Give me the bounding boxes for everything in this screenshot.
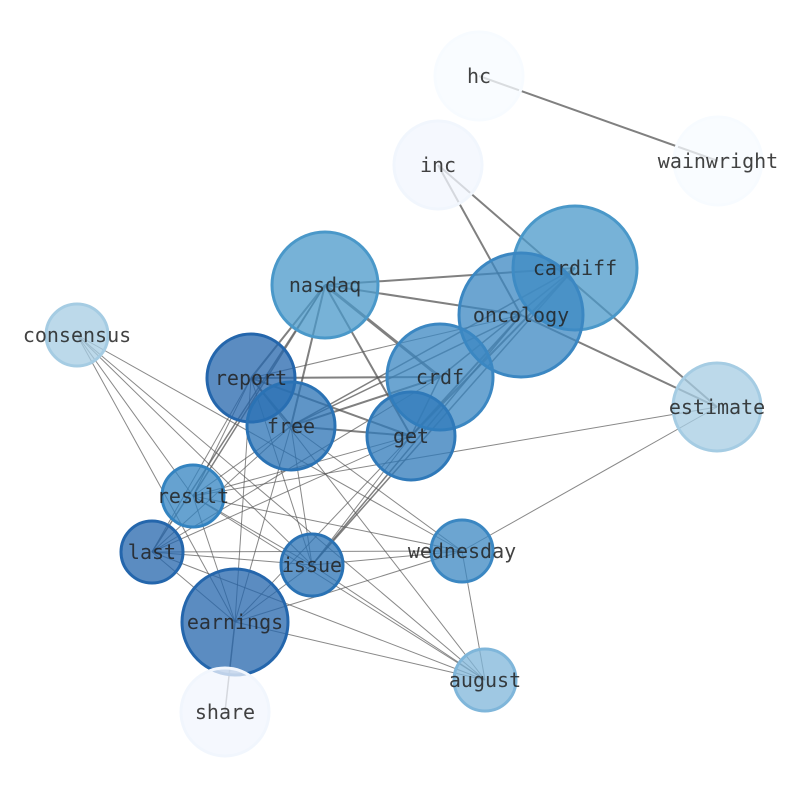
node-label: free [267, 414, 315, 438]
node-label: estimate [669, 395, 765, 419]
node-label: result [157, 484, 229, 508]
node-label: august [449, 668, 521, 692]
node-label: consensus [23, 323, 131, 347]
node-nasdaq[interactable] [270, 230, 380, 340]
node-label: share [195, 700, 255, 724]
node-issue[interactable] [279, 532, 345, 598]
node-wednesday[interactable] [429, 518, 495, 584]
node-share[interactable] [179, 666, 271, 758]
edge-estimate-wednesday [461, 406, 718, 552]
labels-layer: hc wainwright inc cardiff oncology nasdaq cons… [23, 64, 778, 724]
node-label: report [215, 366, 287, 390]
edge-estimate-result [192, 406, 718, 497]
node-inc[interactable] [392, 119, 484, 211]
node-label: nasdaq [289, 273, 361, 297]
node-get[interactable] [365, 390, 457, 482]
node-label: oncology [473, 303, 569, 327]
node-estimate[interactable] [671, 361, 763, 453]
edge-last-august [151, 551, 486, 681]
node-free[interactable] [245, 380, 337, 472]
edge-issue-august [311, 564, 486, 681]
node-wainwright[interactable] [672, 115, 764, 207]
node-label: hc [467, 64, 491, 88]
edge-result-wednesday [192, 495, 463, 552]
node-label: wainwright [658, 149, 778, 173]
node-label: earnings [187, 610, 283, 634]
node-oncology[interactable] [457, 251, 585, 379]
edge-get-last [151, 435, 412, 553]
edge-result-august [192, 495, 486, 681]
nodes-layer [44, 30, 764, 758]
node-hc[interactable] [433, 30, 525, 122]
edge-consensus-august [76, 334, 486, 681]
node-label: cardiff [533, 256, 617, 280]
node-result[interactable] [160, 463, 226, 529]
node-label: inc [420, 153, 456, 177]
node-label: issue [282, 553, 342, 577]
node-last[interactable] [119, 519, 185, 585]
node-label: last [128, 540, 176, 564]
node-august[interactable] [452, 647, 518, 713]
edge-consensus-issue [76, 334, 313, 566]
node-label: crdf [416, 365, 464, 389]
edge-consensus-result [76, 334, 194, 497]
node-label: get [393, 424, 429, 448]
node-consensus[interactable] [44, 302, 110, 368]
node-label: wednesday [408, 539, 516, 563]
